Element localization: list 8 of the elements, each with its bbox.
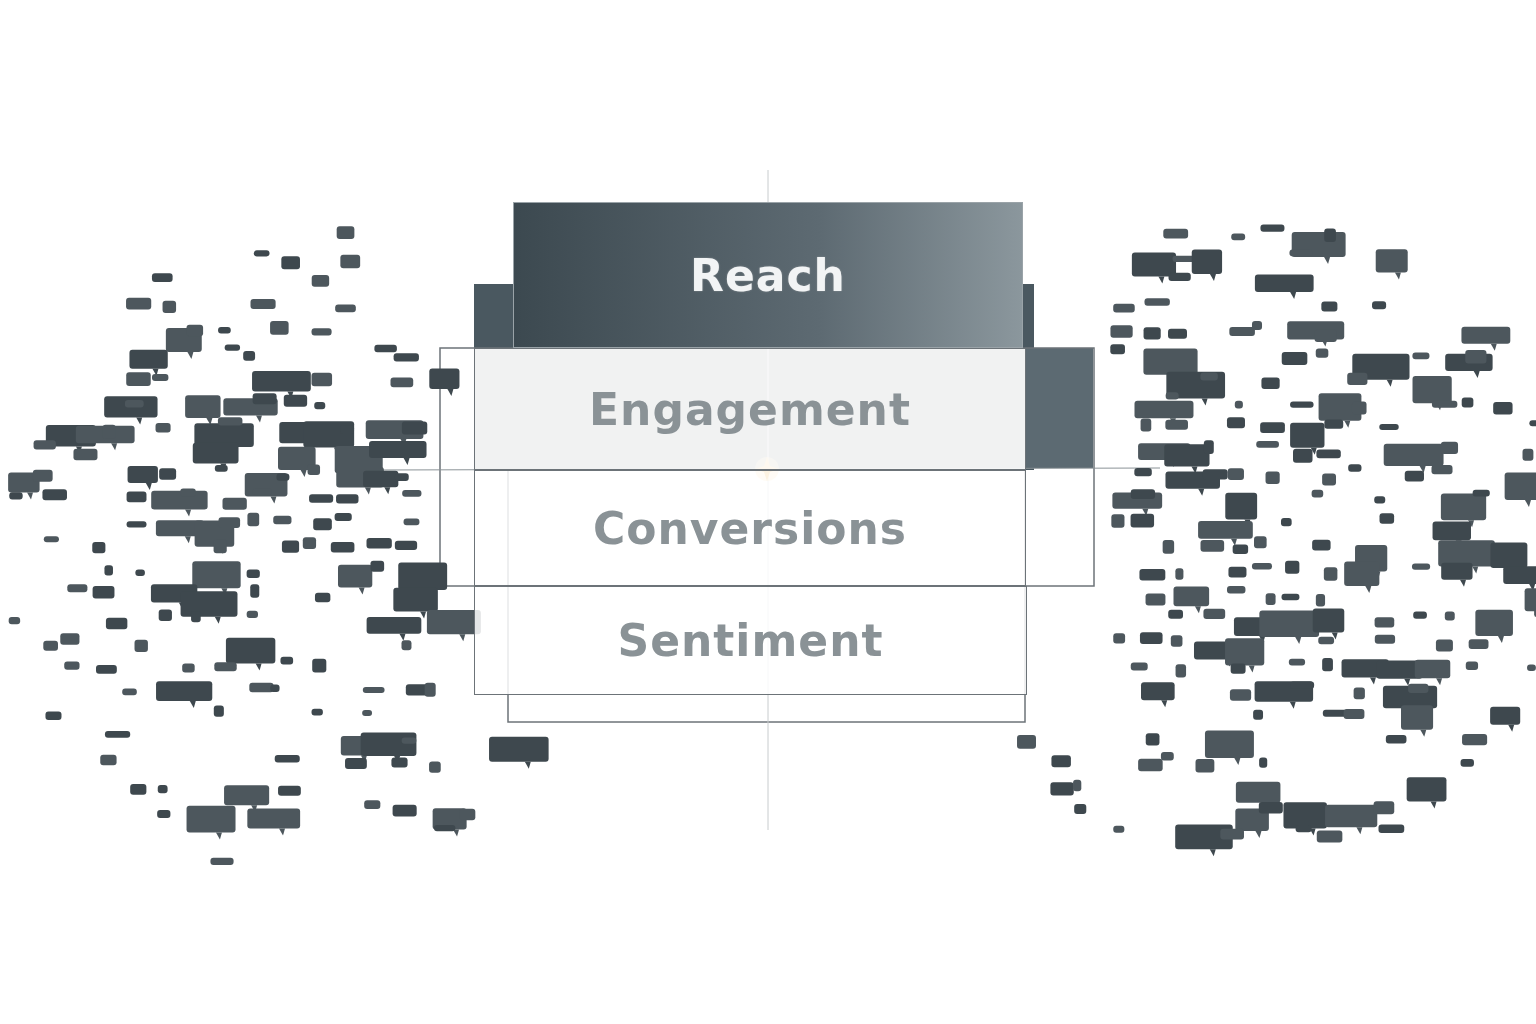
layer-label: Sentiment: [617, 615, 884, 666]
layer-box: [474, 348, 1026, 470]
layer-box: [474, 586, 1027, 695]
layer-label: Conversions: [592, 502, 908, 554]
layer-box: [513, 202, 1023, 348]
layer-label: Engagement: [589, 383, 911, 435]
layer-label: Reach: [690, 249, 846, 301]
layer-box: [474, 470, 1026, 586]
